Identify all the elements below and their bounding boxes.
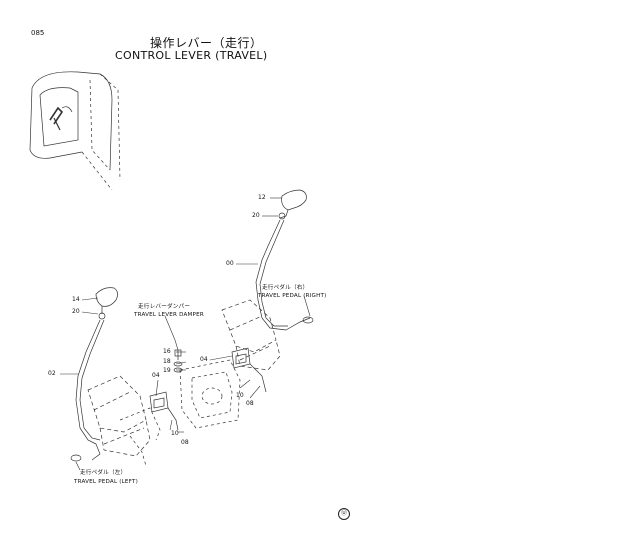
title-japanese: 操作レバー（走行） [150, 36, 263, 50]
left-travel-pedal [87, 375, 151, 457]
callout-19: 19 [163, 367, 171, 374]
page-number: 085 [31, 29, 45, 37]
callout-16: 16 [163, 348, 171, 355]
pedal-left-caption-jp: 走行ペダル（左） [80, 470, 127, 476]
callout-00: 00 [226, 260, 234, 267]
right-travel-pedal [221, 299, 281, 371]
right-travel-lever [255, 189, 314, 331]
damper-caption-en: TRAVEL LEVER DAMPER [134, 312, 204, 318]
left-travel-lever [70, 287, 118, 462]
title-english: CONTROL LEVER (TRAVEL) [115, 49, 268, 62]
callout-20-left: 20 [72, 308, 80, 315]
callout-04-left: 04 [152, 372, 160, 379]
callout-14: 14 [72, 296, 80, 303]
travel-lever-damper-assembly [119, 347, 267, 467]
callout-10-lower: 10 [171, 430, 179, 437]
callout-18: 18 [163, 358, 171, 365]
callout-12: 12 [258, 194, 266, 201]
leader-lines [60, 197, 311, 471]
callout-08-right: 08 [246, 400, 254, 407]
cab-inset-illustration [29, 71, 121, 191]
pedal-right-caption-jp: 走行ペダル（右） [262, 285, 309, 291]
callout-04-right: 04 [200, 356, 208, 363]
callout-10-right: 10 [236, 392, 244, 399]
pedal-left-caption-en: TRAVEL PEDAL (LEFT) [74, 479, 138, 485]
callout-02: 02 [48, 370, 56, 377]
pedal-right-caption-en: TRAVEL PEDAL (RIGHT) [258, 293, 327, 299]
callout-20-right: 20 [252, 212, 260, 219]
damper-caption-jp: 走行レバーダンパー [138, 304, 191, 310]
callout-08-lower: 08 [181, 439, 189, 446]
footer-mark: Ⓤ [338, 508, 350, 520]
